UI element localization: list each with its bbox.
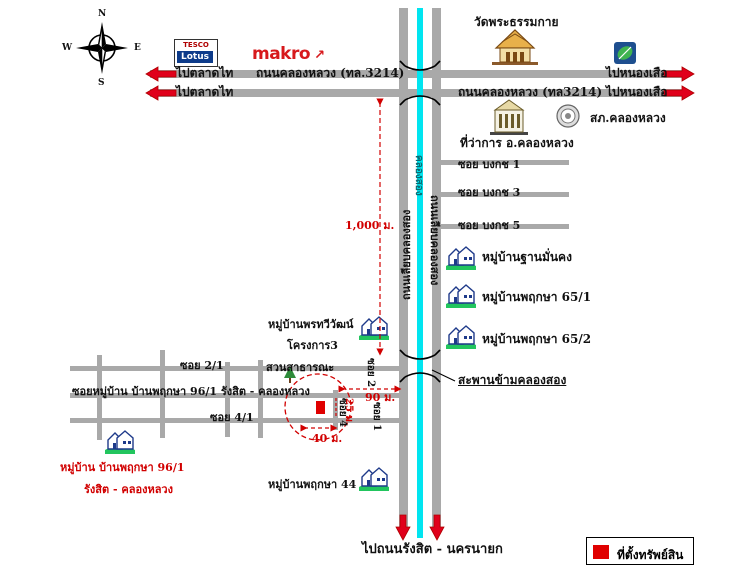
canal: [417, 8, 423, 538]
village-pruksa-44-label: หมู่บ้านพฤกษา 44: [268, 478, 357, 491]
to-talad-thai-top: ไปตลาดไท: [176, 66, 234, 80]
house-icon-pruksa-44: [358, 467, 390, 492]
right-canal-road-label: ถนนเลียบคลองสอง: [428, 195, 441, 286]
temple-label: วัดพระธรรมกาย: [474, 15, 559, 29]
compass-north-label: N: [98, 9, 107, 19]
main-road-bottom-label: ถนนคลองหลวง (ทล3214): [458, 85, 603, 99]
soi-branch-a: [97, 355, 102, 440]
police-label: สภ.คลองหลวง: [590, 111, 666, 125]
direction-arrows: [145, 66, 695, 541]
makro-logo: makro ↗: [252, 44, 325, 64]
soi-bongkot-5-road: [441, 224, 569, 229]
compass-south-label: S: [98, 78, 105, 88]
makro-arrow-icon: ↗: [310, 48, 325, 63]
arrow-east-top: [663, 66, 695, 82]
park-tree-icon: [284, 366, 296, 383]
bridge-label: สะพานข้ามคลองสอง: [458, 373, 567, 387]
village-mankong-label: หมู่บ้านฐานมั่นคง: [482, 250, 572, 264]
soi-4-label: ซอย 4: [337, 398, 348, 428]
village-pornthawee-label: หมู่บ้านพรทวีวัฒน์: [268, 318, 354, 331]
bridge-symbol-top: [399, 60, 441, 106]
lotus-wordmark: Lotus: [177, 51, 213, 63]
soi-2-1-label: ซอย 2/1: [180, 359, 224, 372]
soi-bongkot-3-label: ซอย บงกช 3: [458, 186, 521, 199]
tesco-lotus-logo: TESCO Lotus: [174, 39, 218, 67]
legend-property-swatch: [593, 545, 609, 559]
arrow-south-left: [395, 514, 411, 541]
village-pruksa-961-line1: หมู่บ้าน บ้านพฤกษา 96/1: [60, 461, 185, 474]
police-badge-icon: [556, 104, 580, 128]
bridge-symbol-lower: [399, 349, 441, 383]
compass-west-label: W: [62, 43, 73, 53]
property-radius-circle: [284, 373, 352, 441]
soi-bongkot-1-label: ซอย บงกช 1: [458, 158, 521, 171]
soi-branch-b: [160, 350, 165, 438]
house-icon-pruksa-652: [445, 325, 477, 350]
bridge-pointer: [431, 369, 456, 382]
temple-icon: [492, 29, 538, 65]
soi-2-1-road: [70, 366, 399, 371]
arrow-west-bottom: [145, 85, 177, 101]
to-nong-suea-bottom: ไปหนองเสือ: [606, 85, 668, 99]
compass-rose: [76, 22, 128, 74]
map-legend: ที่ตั้งทรัพย์สิน: [586, 537, 694, 565]
compass-east-label: E: [134, 43, 141, 53]
distance-1000-label: 1,000 ม.: [345, 219, 395, 232]
soi-village-961-label: ซอยหมู่บ้าน บ้านพฤกษา 96/1 รังสิต - คลอง…: [72, 385, 310, 398]
canal-label: คลองสอง: [413, 155, 424, 196]
nong-suea-logo-icon: [614, 42, 636, 64]
house-icon-pornthawee: [358, 316, 390, 341]
to-nong-suea-top: ไปหนองเสือ: [606, 66, 668, 80]
village-pruksa-961-line2: รังสิต - คลองหลวง: [84, 483, 173, 496]
soi-2-label: ซอย 2: [365, 358, 376, 388]
arrow-east-bottom: [663, 85, 695, 101]
soi-bongkot-5-label: ซอย บงกช 5: [458, 219, 521, 232]
right-canal-road: [432, 8, 441, 530]
soi-4-1-label: ซอย 4/1: [210, 411, 254, 424]
property-marker: [316, 401, 325, 414]
public-park-label: สวนสาธารณะ: [266, 361, 335, 374]
left-canal-road: [399, 8, 408, 530]
house-icon-pruksa-651: [445, 284, 477, 309]
main-road-top-label: ถนนคลองหลวง (ทล.3214): [256, 66, 405, 80]
soi-bongkot-1-road: [441, 160, 569, 165]
house-icon-pruksa-961: [104, 430, 136, 455]
soi-bongkot-3-road: [441, 192, 569, 197]
district-office-icon: [490, 99, 528, 135]
to-rangsit-label: ไปถนนรังสิต - นครนายก: [362, 542, 503, 557]
soi-1-label: ซอย 1: [371, 402, 382, 432]
right-sois: [441, 160, 569, 229]
canal-roads: [399, 8, 441, 538]
distance-90-label: 90 ม.: [365, 391, 396, 404]
to-talad-thai-bottom: ไปตลาดไท: [176, 85, 234, 99]
tesco-wordmark: TESCO: [183, 41, 209, 49]
legend-property-label: ที่ตั้งทรัพย์สิน: [617, 548, 684, 562]
arrow-south-right: [429, 514, 445, 541]
project3-label: โครงการ3: [287, 339, 338, 352]
distance-40-label: 40 ม.: [312, 432, 343, 445]
village-pruksa-652-label: หมู่บ้านพฤกษา 65/2: [482, 332, 592, 346]
soi-4-1-road: [70, 418, 399, 423]
soi-branch-c: [225, 362, 230, 437]
village-pruksa-651-label: หมู่บ้านพฤกษา 65/1: [482, 290, 592, 304]
soi-village-road: [70, 393, 399, 398]
left-canal-road-label: ถนนเลียบคลองสอง: [400, 209, 413, 300]
arrow-west-top: [145, 66, 177, 82]
district-office-label: ที่ว่าการ อ.คลองหลวง: [460, 136, 574, 150]
house-icon-mankong: [445, 246, 477, 271]
soi-branch-d: [258, 360, 263, 438]
